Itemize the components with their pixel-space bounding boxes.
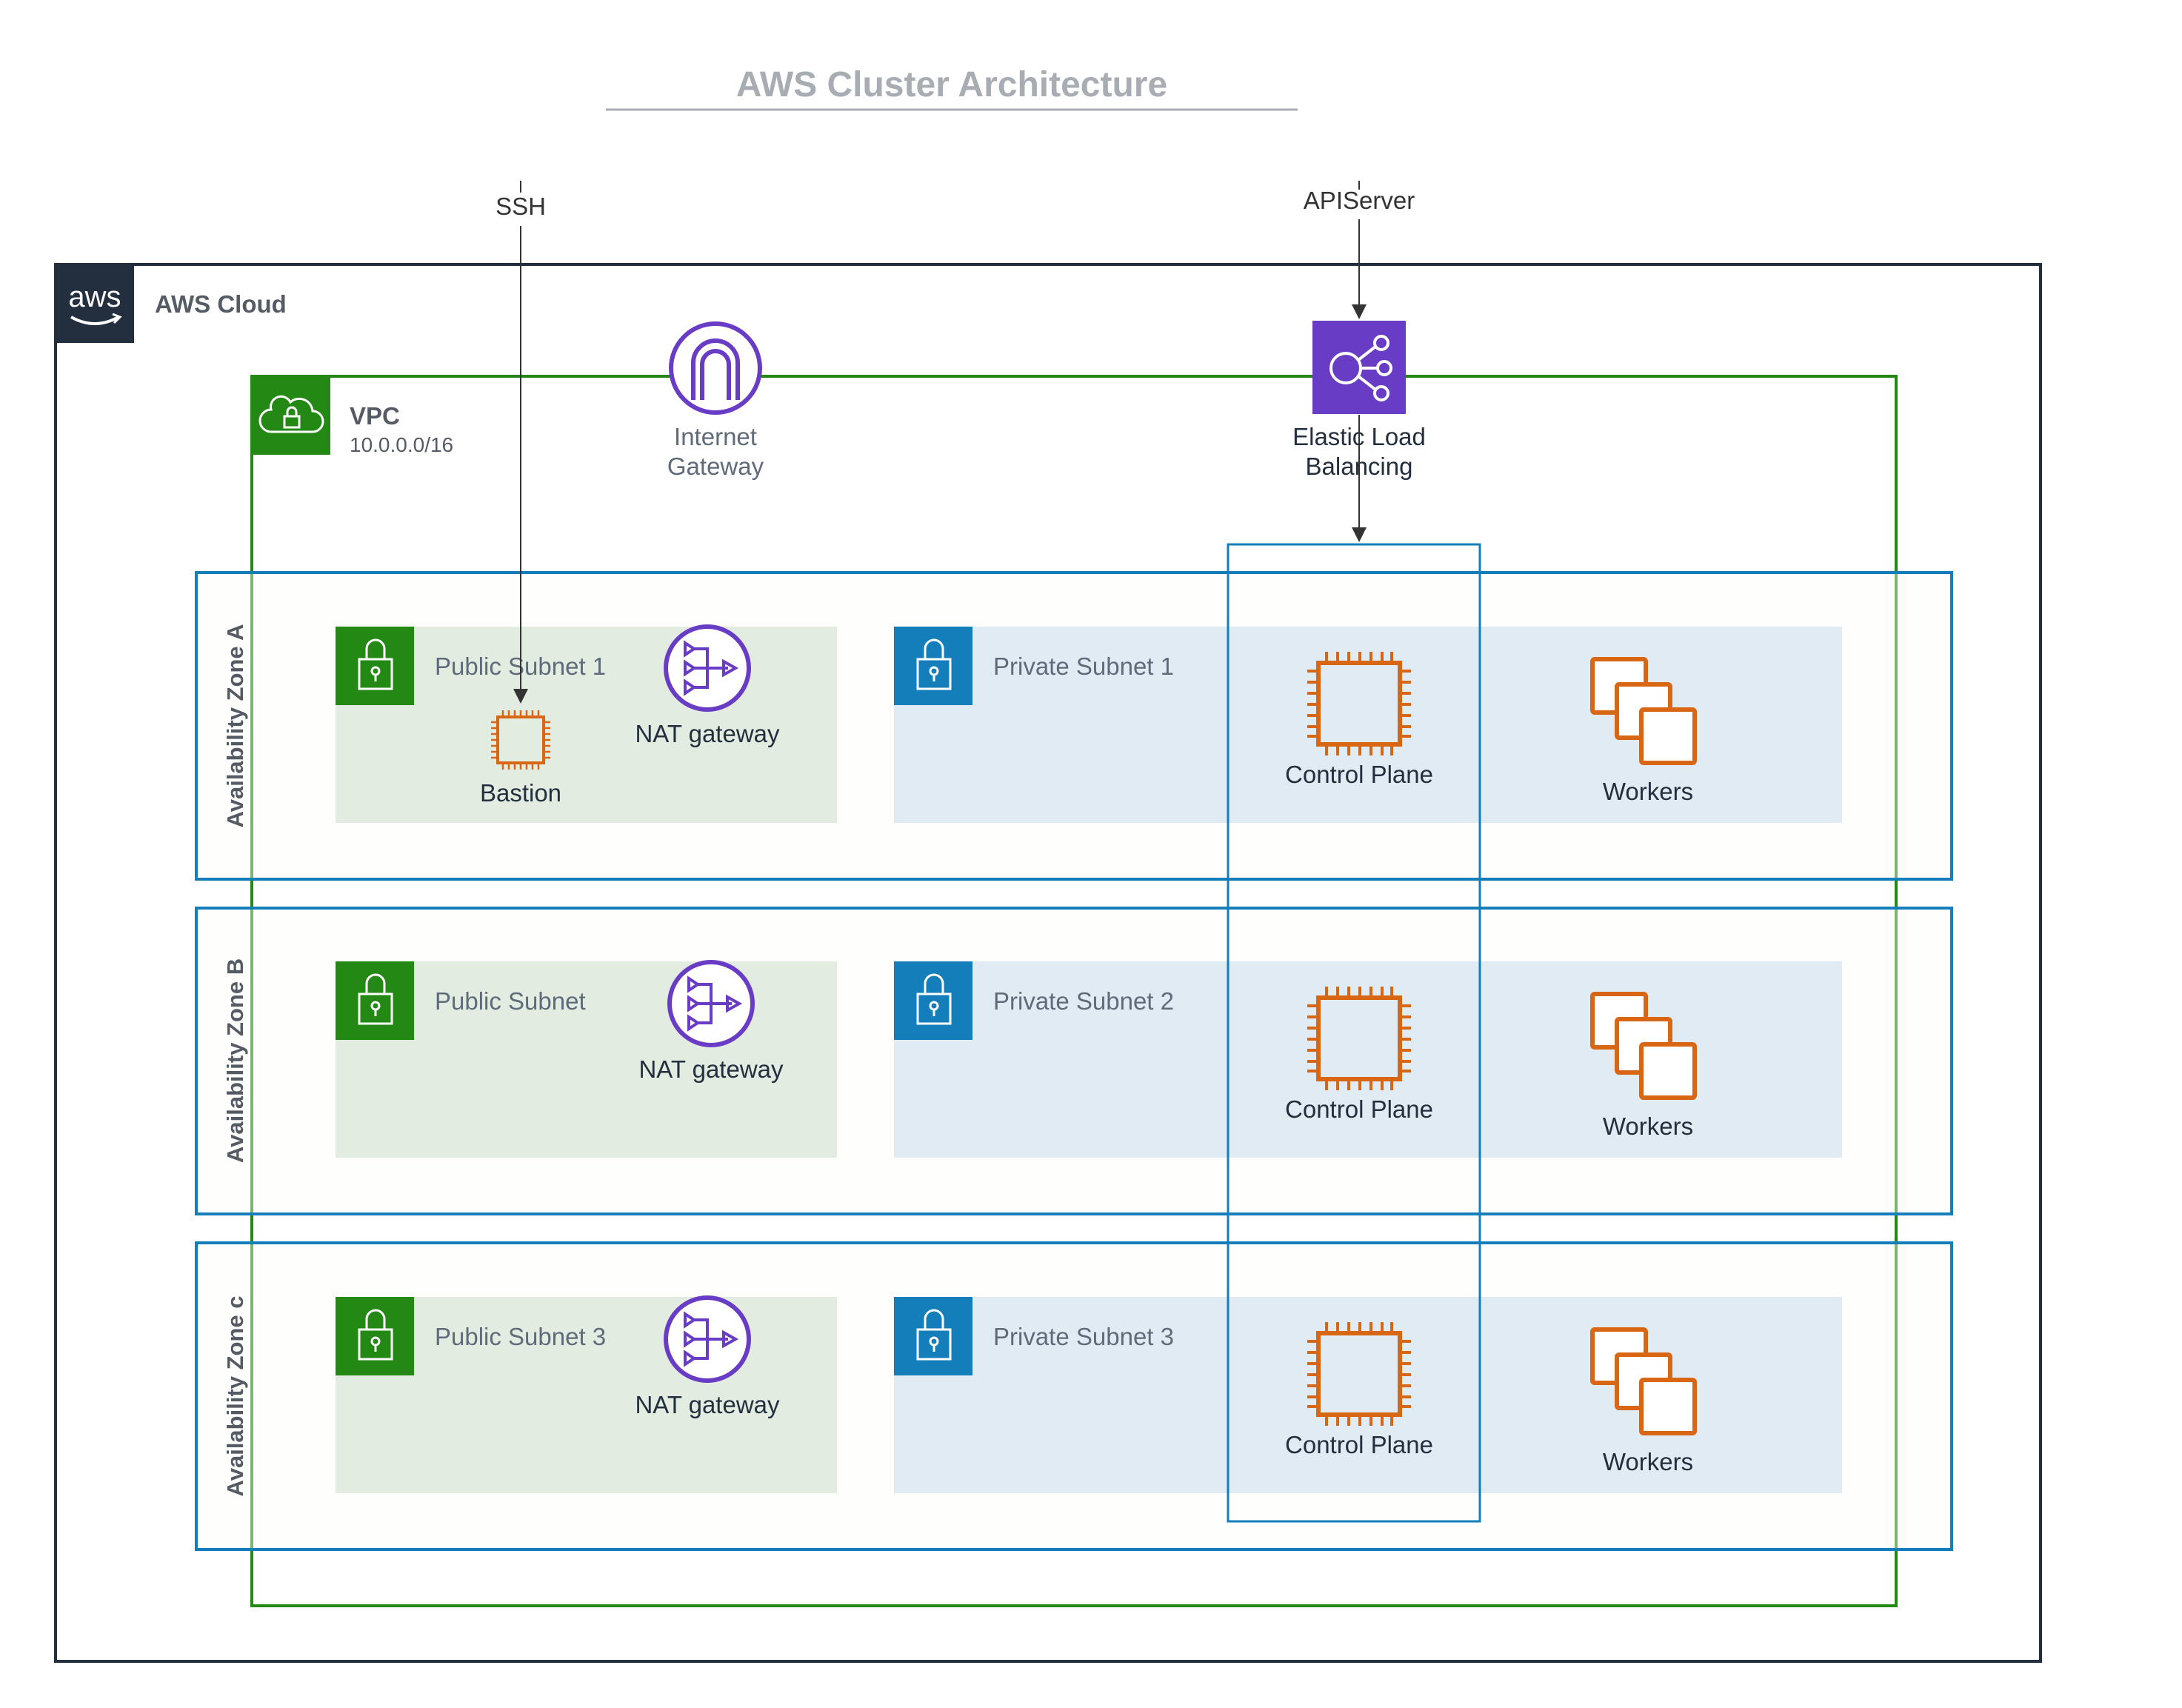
vpc-group [250,375,1898,1607]
nat-gateway-icon [666,627,749,710]
nat-gateway-icon [670,962,753,1045]
nat-gateway-b-label: NAT gateway [638,1055,784,1083]
ssh-label: SSH [496,193,546,220]
aws-cloud-label: AWS Cloud [155,290,287,318]
nat-gateway-a-label: NAT gateway [635,720,780,747]
control-plane-group [1227,543,1481,1523]
private-subnet-1-label: Private Subnet 1 [993,653,1174,680]
control-plane-b-label: Control Plane [1285,1095,1433,1123]
internet-gateway-icon [669,321,762,415]
public-subnet-3 [336,1297,837,1493]
bastion-label: Bastion [480,779,561,807]
padlock-icon [894,961,972,1040]
nat-gateway-icon [666,1298,749,1381]
public-subnet-2-label: Public Subnet [435,987,586,1015]
vpc-cidr: 10.0.0.0/16 [350,433,453,456]
padlock-icon [336,1297,414,1375]
nat-gateway-c-label: NAT gateway [635,1391,780,1418]
public-subnet-1 [336,627,837,823]
padlock-icon [894,627,972,705]
apiserver-label: APIServer [1304,187,1415,214]
internet-gateway-label-1: Internet [674,423,757,450]
public-subnet-3-label: Public Subnet 3 [435,1323,606,1350]
padlock-icon [336,627,414,705]
availability-zone-b-label: Availability Zone B [222,958,248,1163]
aws-logo-icon: aws [56,264,134,343]
elastic-load-balancing-icon [1312,321,1406,414]
vpc-cloud-lock-icon [252,376,330,455]
control-plane-a-label: Control Plane [1285,761,1433,788]
padlock-icon [336,961,414,1040]
workers-c-label: Workers [1603,1448,1693,1475]
padlock-icon [894,1297,972,1375]
aws-cloud-group [54,263,2042,1663]
workers-a-label: Workers [1603,778,1693,805]
svg-text:aws: aws [68,281,121,313]
control-plane-c-label: Control Plane [1285,1431,1433,1458]
private-subnet-3-label: Private Subnet 3 [993,1323,1174,1350]
availability-zone-a-label: Availability Zone A [222,624,248,827]
availability-zone-c-label: Availability Zone c [222,1295,248,1496]
private-subnet-2-label: Private Subnet 2 [993,987,1174,1015]
internet-gateway-label-2: Gateway [667,453,764,480]
vpc-label: VPC [350,402,400,430]
diagram-title: AWS Cluster Architecture [736,65,1167,104]
workers-b-label: Workers [1603,1112,1693,1140]
